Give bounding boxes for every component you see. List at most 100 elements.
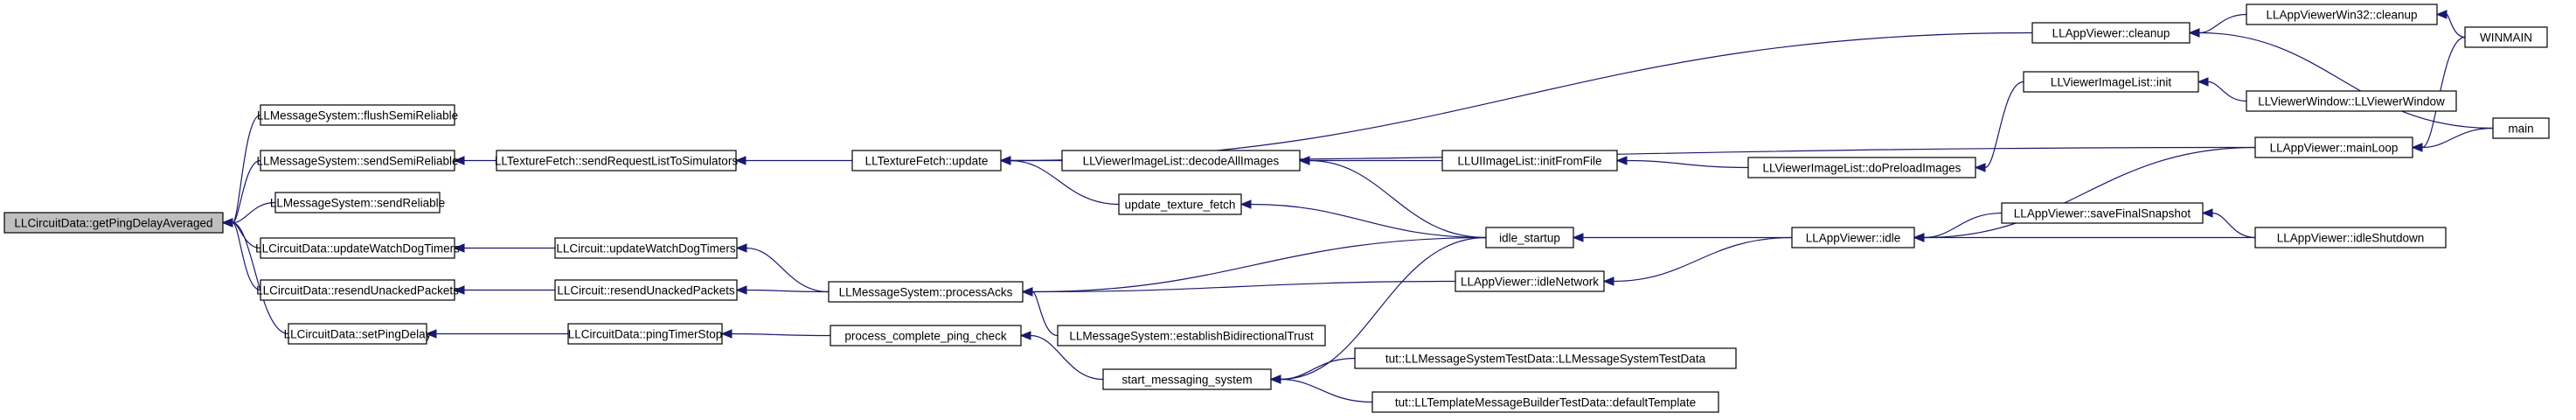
edge-line	[1280, 357, 1356, 381]
node-lltexturefetch-sendrequestlisttosimulators[interactable]: LLTextureFetch::sendRequestListToSimulat…	[495, 150, 738, 172]
edge-main-to-llappviewer-cleanup	[2188, 28, 2494, 130]
node-label: LLUIImageList::initFromFile	[1457, 155, 1601, 168]
node-llcircuit-updatewatchdogtimers[interactable]: LLCircuit::updateWatchDogTimers	[554, 237, 738, 259]
node-box	[1061, 150, 1301, 172]
node-lltexturefetch-update[interactable]: LLTextureFetch::update	[851, 150, 1002, 172]
node-llcircuit-resendunackedpackets[interactable]: LLCircuit::resendUnackedPackets	[554, 279, 738, 301]
node-process-complete-ping-check[interactable]: process_complete_ping_check	[830, 325, 1022, 346]
node-llmessagesystem-sendreliable[interactable]: LLMessageSystem::sendReliable	[270, 192, 445, 214]
node-llviewerwindow-llviewerwindow[interactable]: LLViewerWindow::LLViewerWindow	[2246, 90, 2457, 112]
node-label: LLAppViewerWin32::cleanup	[2266, 9, 2417, 22]
edge-idle-startup-to-update-texture-fetch	[1239, 200, 1487, 239]
node-llviewerimagelist-dopreloadimages[interactable]: LLViewerImageList::doPreloadImages	[1747, 157, 1976, 178]
node-label: LLCircuit::updateWatchDogTimers	[556, 242, 736, 256]
node-llcircuitdata-getpingdelayaveraged[interactable]: LLCircuitData::getPingDelayAveraged	[3, 212, 224, 234]
node-box	[2246, 4, 2438, 25]
edge-line	[1031, 290, 1059, 337]
node-llviewerimagelist-decodeallimages[interactable]: LLViewerImageList::decodeAllImages	[1061, 150, 1301, 172]
node-llviewerimagelist-init[interactable]: LLViewerImageList::init	[2023, 71, 2199, 93]
node-box	[1791, 227, 1915, 248]
edge-arrowhead	[1615, 156, 1628, 165]
edge-line	[1280, 378, 1373, 403]
node-start-messaging-system[interactable]: start_messaging_system	[1102, 368, 1272, 390]
node-llappviewer-cleanup[interactable]: LLAppViewer::cleanup	[2031, 22, 2191, 44]
node-label: LLViewerImageList::doPreloadImages	[1763, 162, 1962, 175]
node-update-texture-fetch[interactable]: update_texture_fetch	[1118, 193, 1242, 215]
node-llmessagesystem-sendsemireliable[interactable]: LLMessageSystem::sendSemiReliable	[256, 150, 459, 172]
node-box	[851, 150, 1002, 172]
node-main[interactable]: main	[2492, 117, 2550, 139]
edge-line	[1250, 203, 1487, 239]
node-llappviewerwin32-cleanup[interactable]: LLAppViewerWin32::cleanup	[2246, 4, 2438, 25]
node-idle-startup[interactable]: idle_startup	[1485, 227, 1574, 248]
edge-line	[731, 332, 831, 337]
node-label: LLMessageSystem::sendReliable	[270, 197, 445, 210]
node-box	[567, 323, 723, 345]
node-llmessagesystem-establishbidirectionaltrust[interactable]: LLMessageSystem::establishBidirectionalT…	[1057, 325, 1326, 346]
edge-llmessagesystem-processacks-to-llcircuit-updatewatchdogtimers	[735, 243, 830, 293]
node-box	[1455, 270, 1605, 292]
node-llappviewer-idlenetwork[interactable]: LLAppViewer::idleNetwork	[1455, 270, 1605, 292]
node-label: LLAppViewer::saveFinalSnapshot	[2014, 207, 2191, 220]
edge-idle-startup-to-llviewerimagelist-decodeallimages	[1298, 156, 1487, 239]
edge-arrowhead	[425, 329, 437, 339]
node-llcircuitdata-updatewatchdogtimers[interactable]: LLCircuitData::updateWatchDogTimers	[255, 237, 460, 259]
node-box	[3, 212, 224, 234]
edge-start-messaging-system-to-process-complete-ping-check	[1019, 331, 1104, 381]
node-llmessagesystem-processacks[interactable]: LLMessageSystem::processAcks	[828, 281, 1024, 303]
edge-arrowhead	[453, 285, 465, 295]
node-box	[2254, 136, 2413, 158]
edge-line	[1923, 212, 2003, 239]
edge-line	[1031, 236, 1487, 293]
node-lluiimagelist-initfromfile[interactable]: LLUIImageList::initFromFile	[1441, 150, 1618, 172]
edge-arrowhead	[2435, 10, 2448, 19]
edge-main-to-llappviewer-mainloop	[2411, 127, 2494, 152]
edge-arrowhead	[1269, 374, 1281, 384]
node-box	[260, 150, 455, 172]
edge-llappviewer-idleshutdown-to-llappviewer-idle	[1913, 233, 2255, 242]
edge-llappviewer-idle-to-idle-startup	[1572, 233, 1792, 242]
node-box	[2464, 26, 2548, 48]
edge-line	[232, 114, 261, 224]
node-label: LLMessageSystem::sendSemiReliable	[256, 155, 458, 168]
node-box	[1441, 150, 1618, 172]
edge-llviewerimagelist-init-to-llviewerimagelist-dopreloadimages	[1974, 80, 2024, 172]
node-llappviewer-idleshutdown[interactable]: LLAppViewer::idleShutdown	[2254, 227, 2447, 248]
node-tut-llmessagesystemtestdata-llmessagesystemtestdata[interactable]: tut::LLMessageSystemTestData::LLMessageS…	[1354, 347, 1737, 369]
edge-line	[2446, 13, 2466, 38]
edge-llappviewer-idlenetwork-to-llmessagesystem-processacks	[1021, 280, 1456, 297]
node-winmain[interactable]: WINMAIN	[2464, 26, 2548, 48]
edge-arrowhead	[1602, 276, 1614, 286]
node-llcircuitdata-resendunackedpackets[interactable]: LLCircuitData::resendUnackedPackets	[256, 279, 459, 301]
edge-llviewerimagelist-dopreloadimages-to-lluiimagelist-initfromfile	[1615, 156, 1749, 169]
node-llmessagesystem-flushsemireliable[interactable]: LLMessageSystem::flushSemiReliable	[257, 104, 458, 126]
edge-llcircuit-resendunackedpackets-to-llcircuitdata-resendunackedpackets	[453, 285, 555, 295]
node-llappviewer-savefinalsnapshot[interactable]: LLAppViewer::saveFinalSnapshot	[2001, 202, 2204, 224]
edge-arrowhead	[1913, 233, 1925, 242]
edge-lltexturefetch-sendrequestlisttosimulators-to-llmessagesystem-sendsemireliable	[453, 156, 496, 165]
node-label: LLAppViewer::cleanup	[2052, 27, 2170, 40]
edge-line	[1984, 80, 2024, 169]
node-box	[830, 325, 1022, 346]
node-box	[260, 237, 455, 259]
node-llappviewer-mainloop[interactable]: LLAppViewer::mainLoop	[2254, 136, 2413, 158]
edge-llcircuitdata-pingtimerstop-to-llcircuitdata-setpingdelay	[425, 329, 568, 339]
node-llappviewer-idle[interactable]: LLAppViewer::idle	[1791, 227, 1915, 248]
node-label: LLCircuitData::getPingDelayAveraged	[14, 217, 212, 230]
node-label: LLCircuitData::updateWatchDogTimers	[255, 242, 460, 256]
edge-arrowhead	[2188, 28, 2200, 38]
node-label: LLTextureFetch::update	[865, 155, 989, 168]
edge-arrowhead	[735, 243, 747, 253]
node-box	[274, 192, 441, 214]
node-llcircuitdata-pingtimerstop[interactable]: LLCircuitData::pingTimerStop	[567, 323, 723, 345]
node-box	[260, 279, 455, 301]
node-tut-lltemplatemessagebuildertestdata-defaulttemplate[interactable]: tut::LLTemplateMessageBuilderTestData::d…	[1371, 391, 1719, 413]
node-label: process_complete_ping_check	[844, 330, 1007, 343]
edge-line	[1010, 32, 2033, 162]
node-label: LLViewerImageList::decodeAllImages	[1083, 155, 1280, 168]
node-label: LLCircuitData::resendUnackedPackets	[256, 284, 459, 298]
node-llcircuitdata-setpingdelay[interactable]: LLCircuitData::setPingDelay	[284, 323, 432, 345]
edge-arrowhead	[735, 285, 747, 295]
edge-line	[746, 289, 830, 293]
